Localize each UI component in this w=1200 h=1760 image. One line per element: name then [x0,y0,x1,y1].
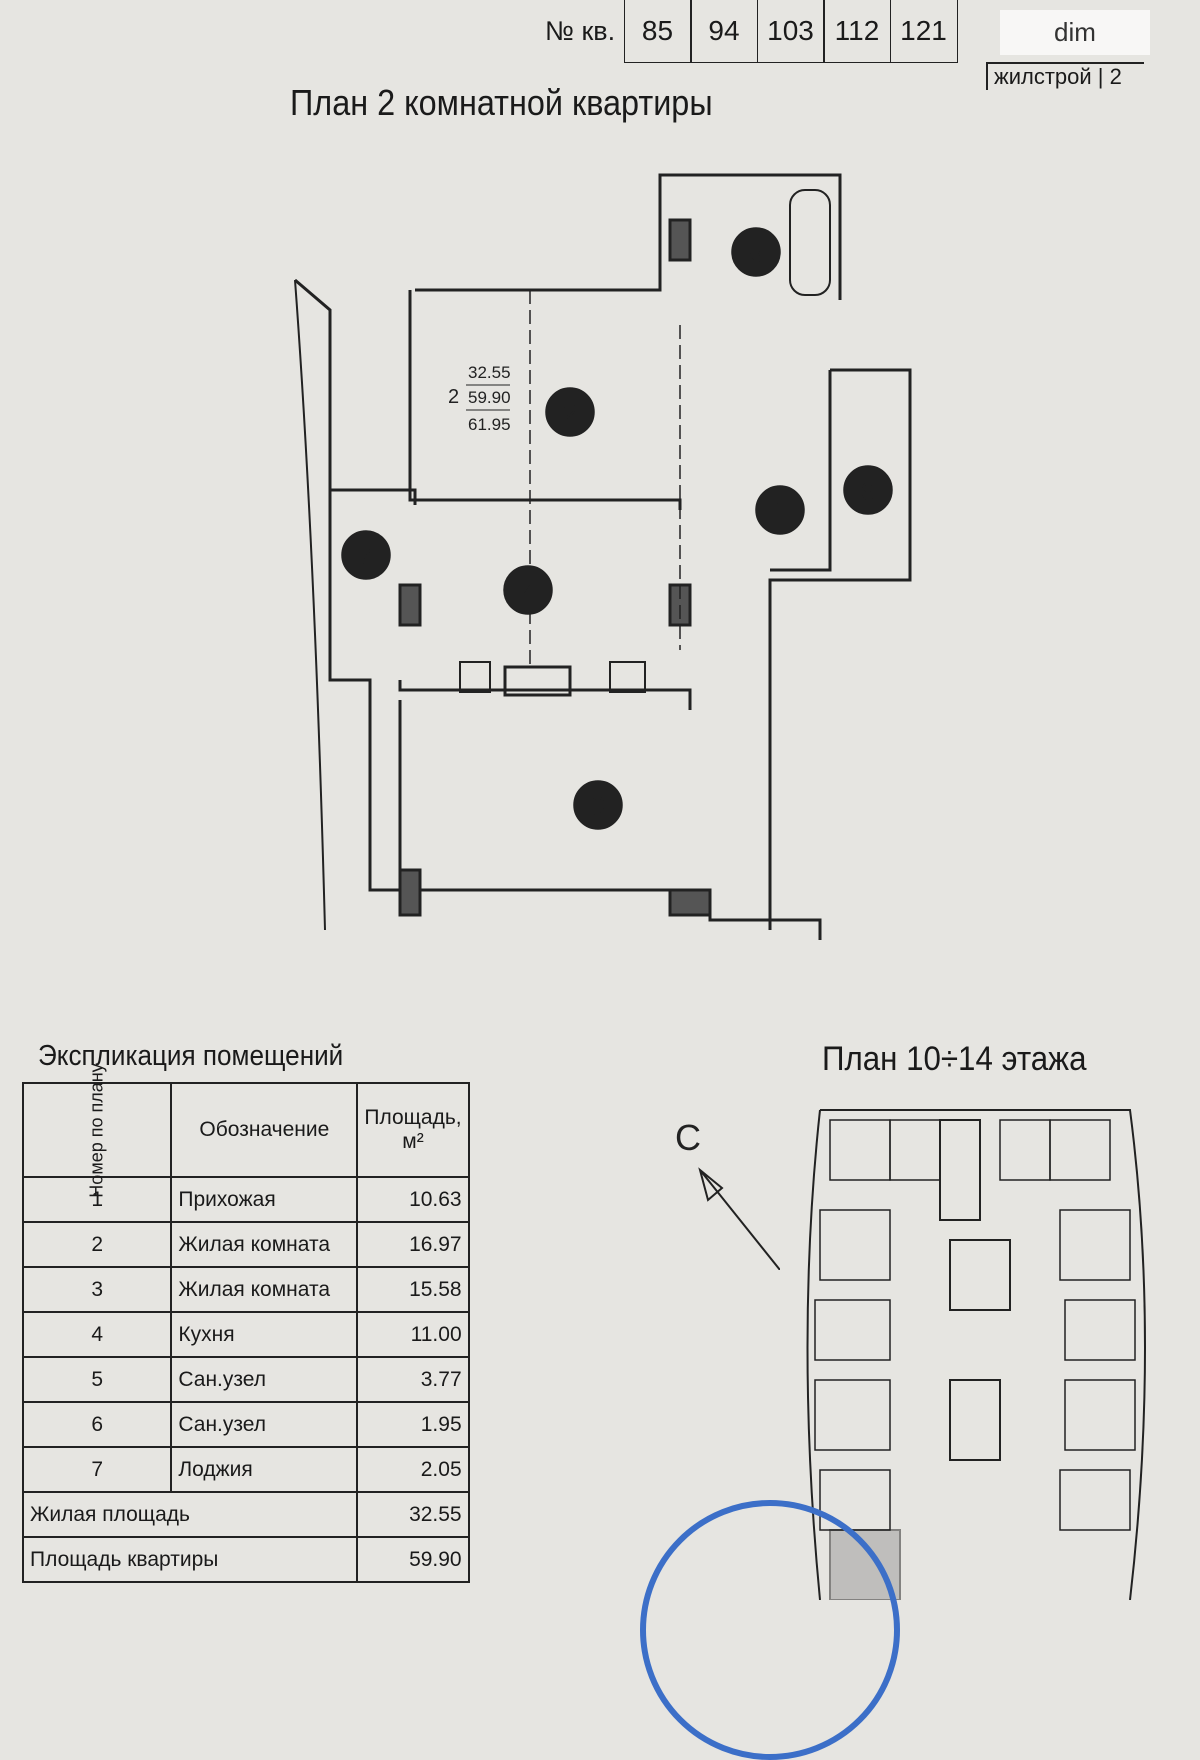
area-living: 32.55 [468,363,511,382]
row-area: 16.97 [356,1221,470,1268]
row-name: Прихожая [170,1176,359,1223]
living-area-label: Жилая площадь [21,1491,359,1538]
developer-logo: dim жилстрой | 2 [986,0,1150,90]
row-name: Жилая комната [170,1221,359,1268]
logo-watermark: dim [1000,10,1150,55]
area-index: 2 [448,386,459,408]
row-area: 2.05 [356,1446,470,1493]
apartment-numbers: № кв. 85 94 103 112 121 [545,0,958,63]
row-area: 3.77 [356,1356,470,1403]
header-number: Номер по плану [21,1063,173,1198]
row-area: 15.58 [356,1266,470,1313]
official-stamp [640,1500,900,1760]
header-name: Обозначение [170,1082,359,1178]
apt-number: 85 [623,0,692,63]
apartment-floor-plan: 1 2 3 4 5 6 7 2 32.55 59.90 61.95 [294,173,912,940]
compass-label: С [675,1117,701,1158]
row-number: 1 [21,1176,173,1223]
room-label: 7 [359,541,373,571]
row-name: Лоджия [170,1446,359,1493]
row-number: 3 [21,1266,173,1313]
row-number: 6 [21,1401,173,1448]
explication-table: Номер по плану Обозначение Площадь, м² 1… [21,1063,470,1583]
area-total-loggia: 61.95 [468,415,511,434]
room-label: 3 [591,791,605,821]
north-arrow-icon: С [675,1117,780,1270]
room-label: 1 [773,496,787,526]
table-header: Номер по плану Обозначение Площадь, м² [21,1063,470,1198]
apt-number: 112 [823,0,891,63]
row-name: Кухня [170,1311,359,1358]
row-number: 5 [21,1356,173,1403]
apt-number: 94 [690,0,758,63]
room-label: 4 [521,576,535,606]
row-area: 1.95 [356,1401,470,1448]
plan-title: План 2 комнатной квартиры [290,82,713,123]
apt-number: 121 [889,0,958,63]
row-name: Жилая комната [170,1266,359,1313]
apt-number-label: № кв. [545,16,616,46]
row-name: Сан.узел [170,1401,359,1448]
row-name: Сан.узел [170,1356,359,1403]
living-area-value: 32.55 [356,1491,470,1538]
explication-title: Экспликация помещений [38,1040,344,1072]
row-area: 11.00 [356,1311,470,1358]
room-label: 2 [563,398,577,428]
apartment-area-label: Площадь квартиры [21,1536,359,1583]
area-total: 59.90 [468,388,511,407]
room-label: 6 [861,476,875,506]
logo-subtitle-text: жилстрой [994,64,1092,89]
row-number: 2 [21,1221,173,1268]
apartment-area-value: 59.90 [356,1536,470,1583]
room-label: 5 [749,238,763,268]
header-area: Площадь, м² [356,1082,470,1178]
row-number: 4 [21,1311,173,1358]
logo-subtitle: жилстрой | 2 [986,62,1144,90]
row-area: 10.63 [356,1176,470,1223]
apt-number: 103 [756,0,825,63]
logo-number: 2 [1109,64,1122,89]
row-number: 7 [21,1446,173,1493]
building-floor-plan [806,1109,1146,1600]
floor-plan-title: План 10÷14 этажа [822,1040,1087,1078]
